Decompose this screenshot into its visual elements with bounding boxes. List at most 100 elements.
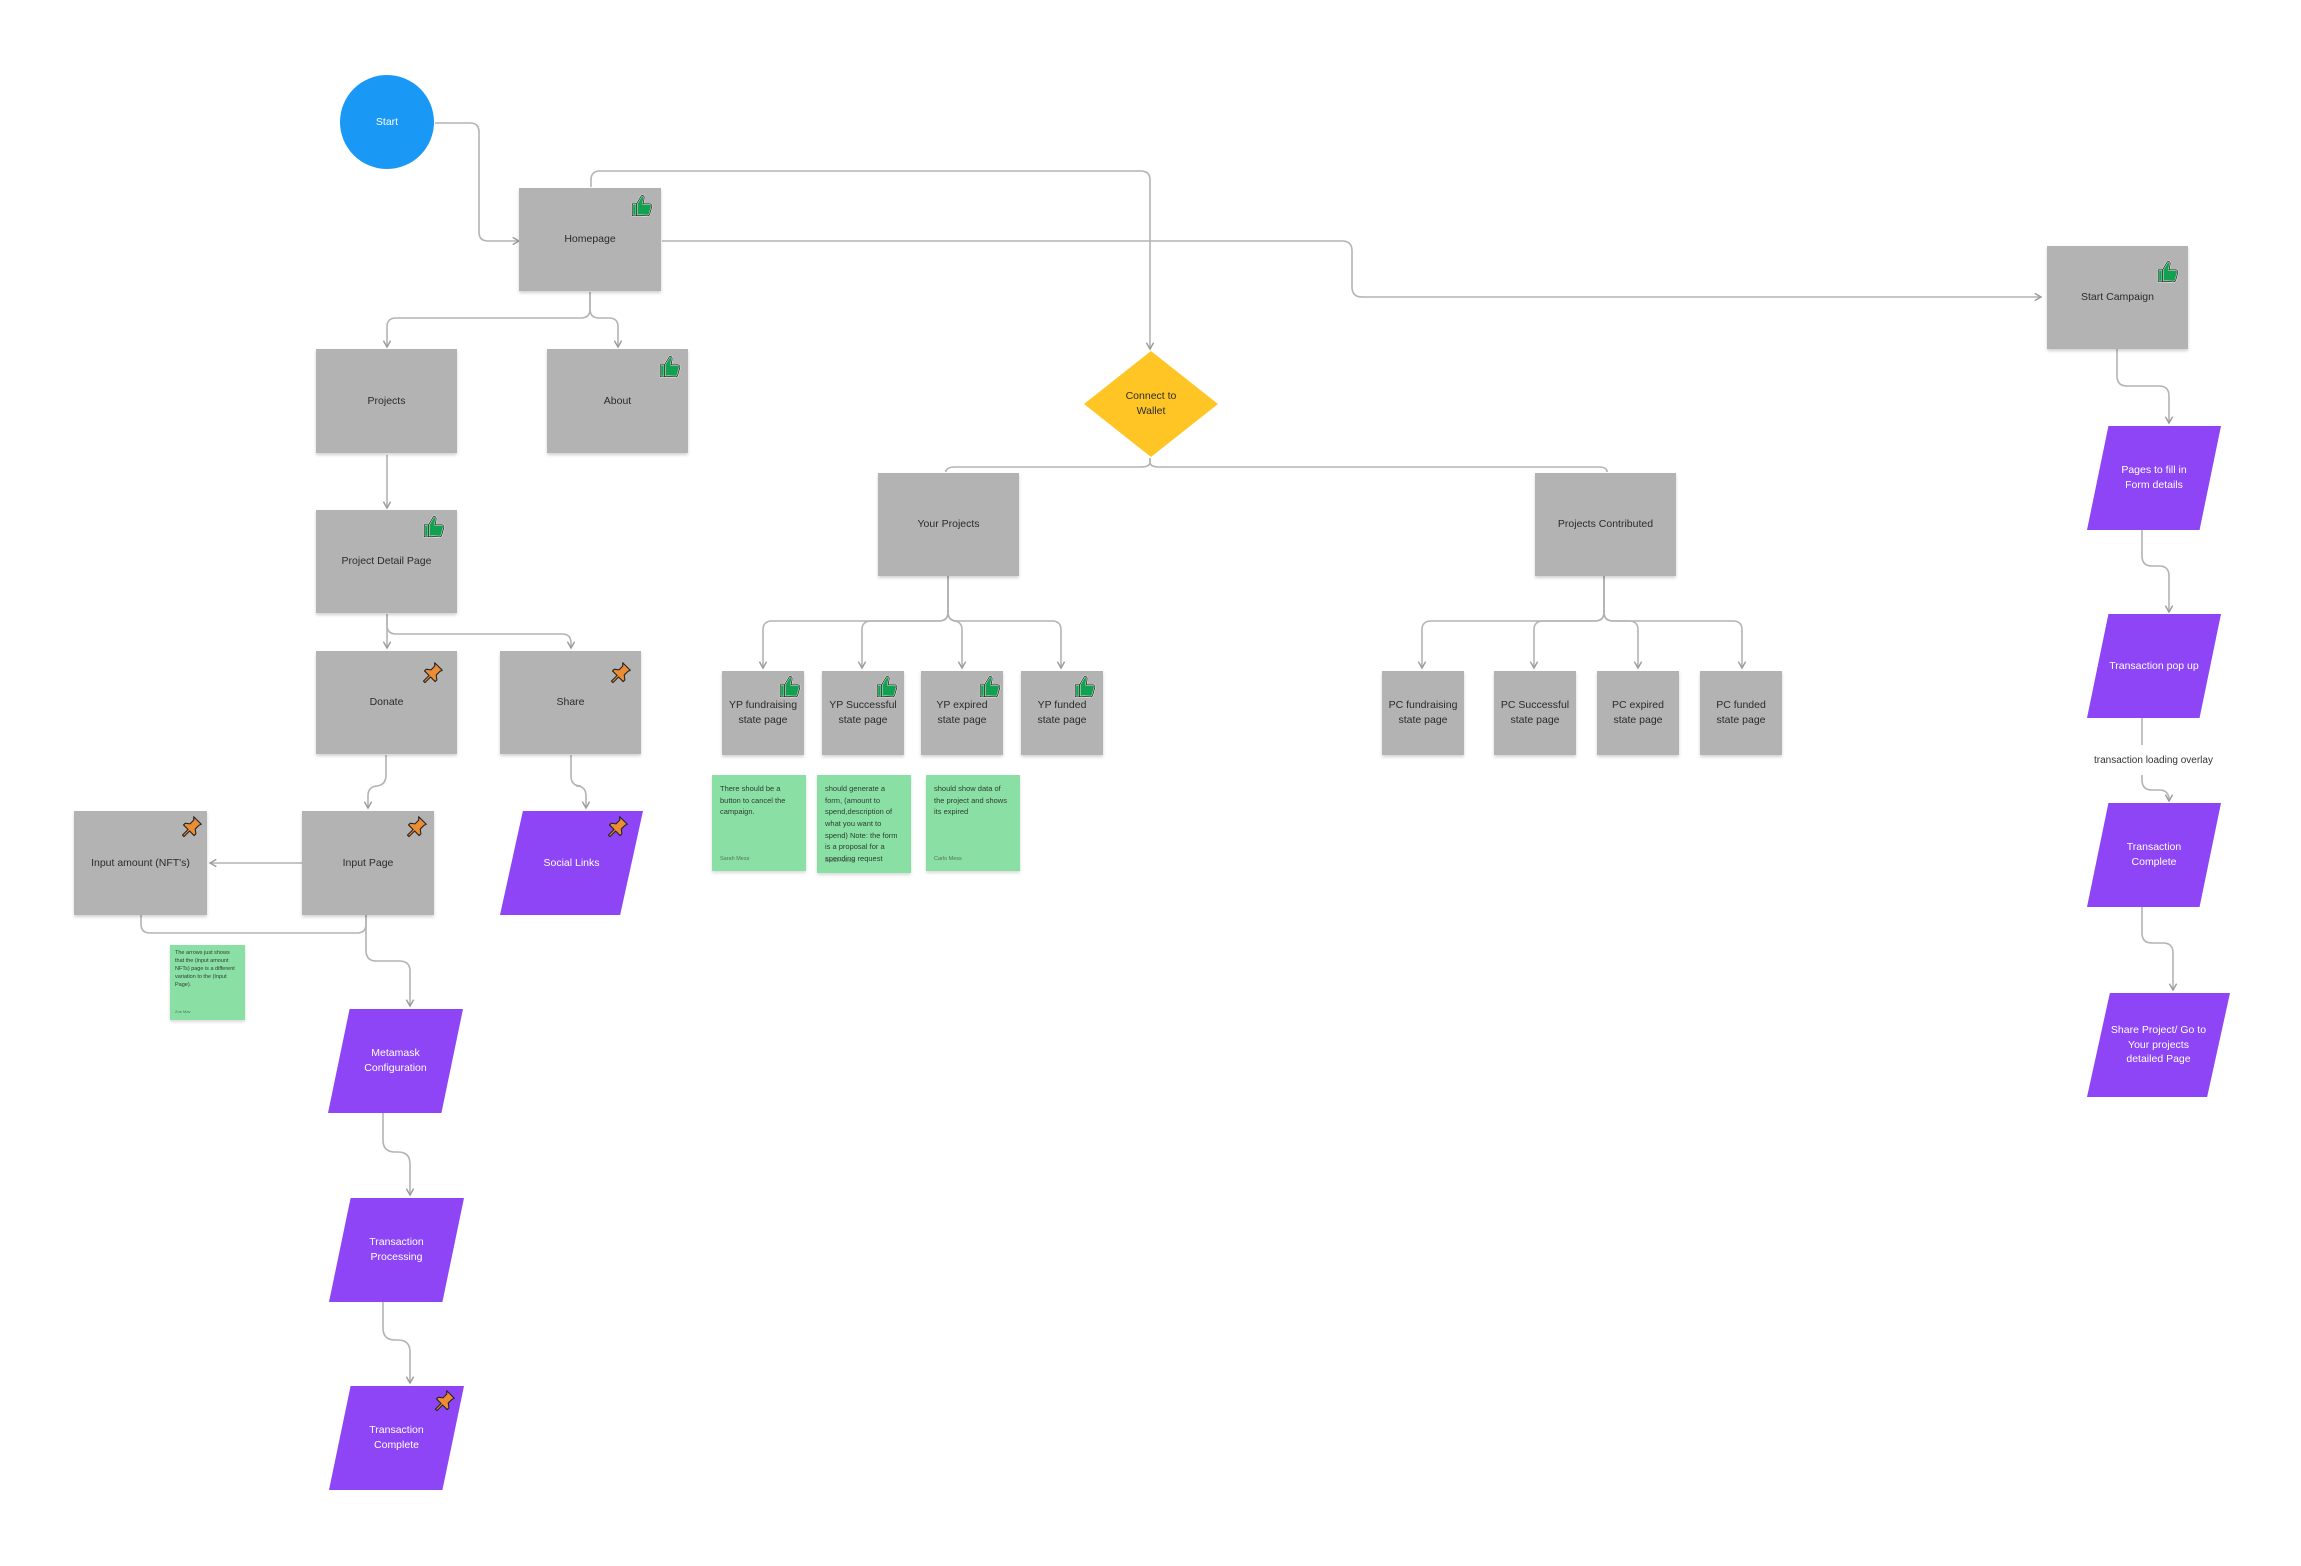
- yp-successful-label: YP Successful state page: [829, 699, 897, 726]
- projects-contributed-node[interactable]: Projects Contributed: [1535, 473, 1676, 576]
- thumbs-up-icon: [979, 675, 1001, 698]
- edge-share-social: [570, 755, 591, 810]
- share-project-label: Share Project/ Go to Your projects detai…: [2110, 1023, 2207, 1066]
- input-page-node[interactable]: Input Page: [302, 811, 434, 915]
- about-node[interactable]: About: [547, 349, 688, 453]
- transaction-processing-node[interactable]: Transaction Processing: [329, 1198, 464, 1302]
- pushpin-icon: [607, 816, 628, 838]
- start-campaign-label: Start Campaign: [2081, 291, 2154, 304]
- projects-label: Projects: [367, 394, 406, 407]
- yp-funded-label: YP funded state page: [1037, 699, 1087, 726]
- about-label: About: [603, 394, 632, 407]
- input-amount-node[interactable]: Input amount (NFT's): [74, 811, 207, 915]
- edge-complete-share: [2141, 906, 2178, 992]
- edge-metamask-processing: [382, 1113, 415, 1197]
- sticky-text: The arrows just shows that the (input am…: [175, 950, 235, 988]
- sticky-text: There should be a button to cancel the c…: [720, 784, 786, 817]
- thumbs-up-icon: [2157, 260, 2179, 283]
- edge-homepage-connect-wallet: [590, 170, 1155, 351]
- yp-successful-node[interactable]: YP Successful state page: [822, 671, 904, 755]
- project-detail-label: Project Detail Page: [341, 555, 432, 568]
- share-label: Share: [556, 696, 585, 709]
- sticky-text: should generate a form, (amount to spend…: [825, 784, 898, 863]
- thumbs-up-icon: [1074, 675, 1096, 698]
- transaction-complete-right-label: Transaction Complete: [2126, 841, 2182, 868]
- pc-successful-label: PC Successful state page: [1500, 699, 1570, 726]
- sticky-note-generate-form: should generate a form, (amount to spend…: [817, 775, 911, 873]
- transaction-popup-label: Transaction pop up: [2109, 659, 2199, 672]
- metamask-node[interactable]: Metamask Configuration: [328, 1009, 463, 1113]
- pushpin-icon: [406, 816, 427, 838]
- start-campaign-node[interactable]: Start Campaign: [2047, 246, 2188, 349]
- pushpin-icon: [610, 662, 631, 684]
- share-project-node[interactable]: Share Project/ Go to Your projects detai…: [2087, 993, 2230, 1097]
- transaction-popup-node[interactable]: Transaction pop up: [2087, 614, 2221, 718]
- yp-funded-node[interactable]: YP funded state page: [1021, 671, 1103, 755]
- pc-fundraising-node[interactable]: PC fundraising state page: [1382, 671, 1464, 755]
- social-links-label: Social Links: [543, 856, 600, 869]
- connect-wallet-node[interactable]: Connect to Wallet: [1084, 351, 1218, 457]
- pc-expired-node[interactable]: PC expired state page: [1597, 671, 1679, 755]
- edge-yp-successful: [857, 573, 949, 670]
- edge-campaign-form: [2116, 348, 2174, 425]
- projects-node[interactable]: Projects: [316, 349, 457, 453]
- edge-wallet-your-projects: [945, 458, 1151, 473]
- edge-homepage-start-campaign: [662, 240, 2043, 302]
- sticky-author: Sarah Mess: [825, 858, 855, 865]
- yp-fundraising-node[interactable]: YP fundraising state page: [722, 671, 804, 755]
- pc-fundraising-label: PC fundraising state page: [1388, 699, 1458, 726]
- thumbs-up-icon: [631, 194, 653, 217]
- homepage-label: Homepage: [564, 233, 616, 246]
- sticky-note-input-amount: The arrows just shows that the (input am…: [170, 945, 245, 1020]
- parallelogram-shape: [2087, 426, 2221, 530]
- edge-label-loading-overlay: transaction loading overlay: [2094, 755, 2213, 766]
- your-projects-label: Your Projects: [917, 518, 980, 531]
- thumbs-up-icon: [423, 515, 445, 538]
- pc-successful-node[interactable]: PC Successful state page: [1494, 671, 1576, 755]
- thumbs-up-icon: [779, 675, 801, 698]
- pc-funded-node[interactable]: PC funded state page: [1700, 671, 1782, 755]
- transaction-complete-left-label: Transaction Complete: [369, 1424, 424, 1451]
- edge-pc-funded: [1603, 573, 1747, 670]
- thumbs-up-icon: [876, 675, 898, 698]
- edge-amount-loop: [140, 915, 367, 934]
- yp-expired-label: YP expired state page: [936, 699, 988, 726]
- pushpin-icon: [422, 662, 443, 684]
- edge-popup-complete-tail: [2141, 775, 2174, 803]
- input-amount-label: Input amount (NFT's): [91, 856, 190, 869]
- your-projects-node[interactable]: Your Projects: [878, 473, 1019, 576]
- yp-expired-node[interactable]: YP expired state page: [921, 671, 1003, 755]
- pushpin-icon: [434, 1390, 455, 1412]
- homepage-node[interactable]: Homepage: [519, 188, 661, 291]
- edge-donate-input: [363, 755, 387, 810]
- transaction-complete-left-node[interactable]: Transaction Complete: [329, 1386, 464, 1490]
- start-node[interactable]: Start: [340, 75, 434, 169]
- parallelogram-shape: [2087, 614, 2221, 718]
- edge-yp-funded: [947, 573, 1066, 670]
- edge-pc-successful: [1529, 573, 1605, 670]
- edge-homepage-projects: [382, 292, 591, 349]
- parallelogram-shape: [2087, 803, 2221, 907]
- sticky-note-show-data: should show data of the project and show…: [926, 775, 1020, 871]
- edge-processing-complete: [382, 1302, 415, 1385]
- edge-detail-share: [386, 614, 576, 650]
- thumbs-up-icon: [659, 355, 681, 378]
- pc-funded-label: PC funded state page: [1716, 699, 1766, 726]
- pages-form-node[interactable]: Pages to fill in Form details: [2087, 426, 2221, 530]
- project-detail-node[interactable]: Project Detail Page: [316, 510, 457, 613]
- metamask-label: Metamask Configuration: [364, 1047, 427, 1074]
- donate-label: Donate: [369, 696, 404, 709]
- share-node[interactable]: Share: [500, 651, 641, 754]
- parallelogram-shape: [2087, 993, 2230, 1097]
- edge-form-popup: [2141, 528, 2174, 614]
- donate-node[interactable]: Donate: [316, 651, 457, 754]
- transaction-processing-label: Transaction Processing: [369, 1236, 424, 1263]
- transaction-complete-right-node[interactable]: Transaction Complete: [2087, 803, 2221, 907]
- edge-start-homepage: [435, 122, 521, 246]
- social-links-node[interactable]: Social Links: [500, 811, 643, 915]
- pages-form-label: Pages to fill in Form details: [2121, 464, 2187, 491]
- sticky-author: Zoe Mav: [175, 1009, 191, 1015]
- sticky-text: should show data of the project and show…: [934, 784, 1007, 817]
- yp-fundraising-label: YP fundraising state page: [728, 699, 798, 726]
